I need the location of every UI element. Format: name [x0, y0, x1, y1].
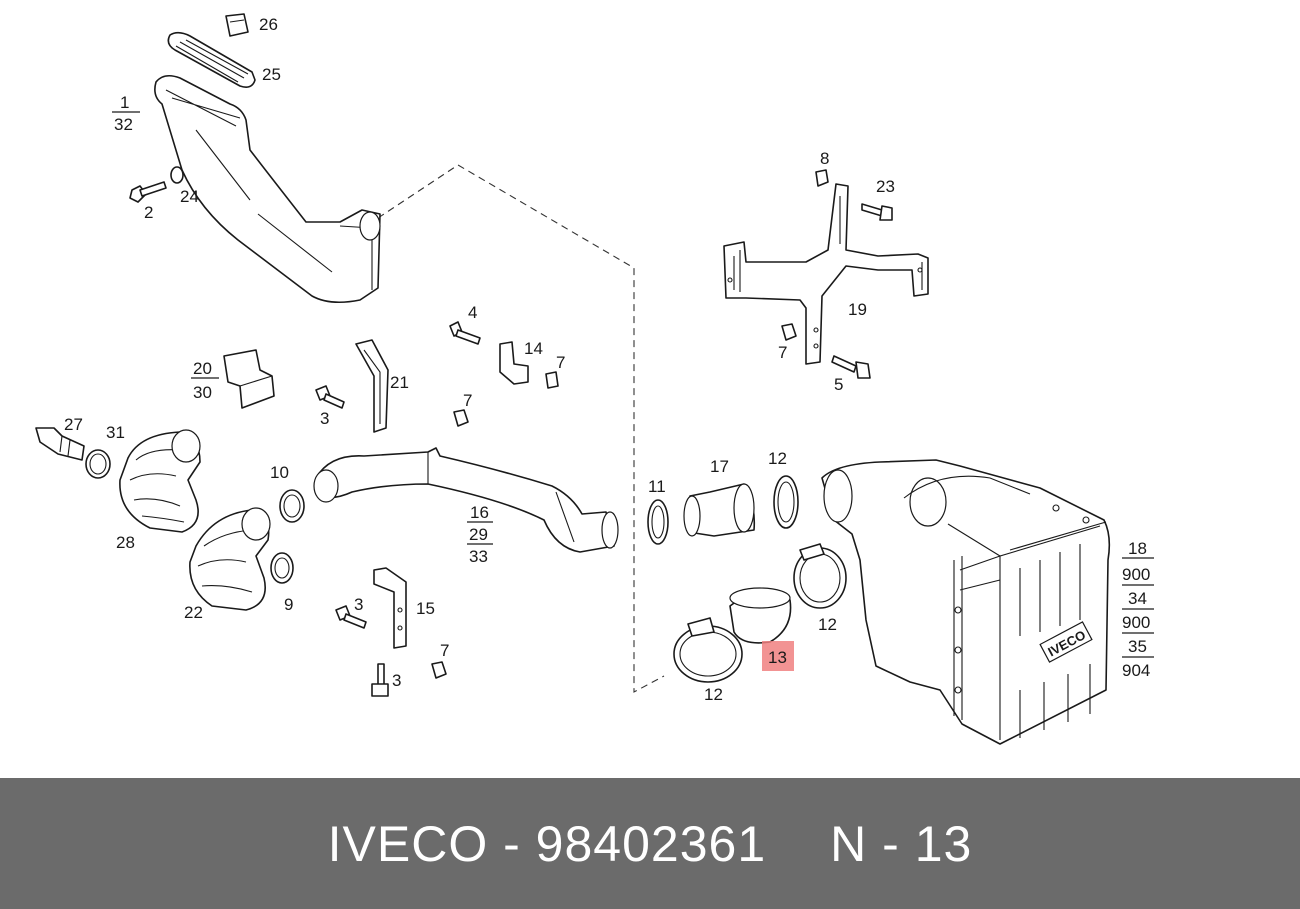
intake-cap-25 — [167, 31, 256, 88]
callout-32: 32 — [114, 115, 133, 134]
part-reference: IVECO - 98402361 — [327, 815, 767, 872]
callout-12-bottom: 12 — [704, 685, 723, 704]
air-filter-housing: IVECO — [821, 459, 1111, 745]
callout-31: 31 — [106, 423, 125, 442]
callout-9: 9 — [284, 595, 293, 614]
callout-23: 23 — [876, 177, 895, 196]
elbow-hose-22 — [189, 507, 271, 611]
clamp-12-right — [793, 543, 847, 609]
callout-15: 15 — [416, 599, 435, 618]
callout-34: 34 — [1128, 589, 1147, 608]
clamp-10 — [279, 489, 305, 523]
callout-7-middle: 7 — [463, 391, 472, 410]
washer-24 — [170, 166, 184, 184]
nut-8 — [815, 169, 829, 187]
bolt-4 — [449, 321, 481, 345]
exploded-view: IVECO 26 25 1 32 2 24 8 23 19 7 5 4 14 7… — [35, 13, 1154, 745]
callout-18: 18 — [1128, 539, 1147, 558]
callout-7-bracket: 7 — [778, 343, 787, 362]
callout-2: 2 — [144, 203, 153, 222]
callout-904: 904 — [1122, 661, 1150, 680]
clamp-9 — [270, 552, 294, 584]
hose-13 — [729, 587, 792, 644]
callout-1: 1 — [120, 93, 129, 112]
bolt-23 — [861, 203, 893, 221]
callout-12-right: 12 — [818, 615, 837, 634]
reducer-hose-17 — [683, 483, 756, 537]
nut-7-upper-right — [781, 323, 797, 341]
nut-7-center — [545, 371, 559, 389]
bolt-3-lower — [371, 663, 389, 697]
callout-5: 5 — [834, 375, 843, 394]
callout-17: 17 — [710, 457, 729, 476]
callout-14: 14 — [524, 339, 543, 358]
callout-27: 27 — [64, 415, 83, 434]
callout-26: 26 — [259, 15, 278, 34]
clip-26 — [225, 13, 249, 37]
bolt-2 — [129, 181, 167, 203]
callout-33: 33 — [469, 547, 488, 566]
bracket-20 — [223, 349, 275, 409]
callout-29: 29 — [469, 525, 488, 544]
callout-7-lower: 7 — [440, 641, 449, 660]
callout-25: 25 — [262, 65, 281, 84]
bolt-3-middle — [335, 605, 367, 629]
callout-10: 10 — [270, 463, 289, 482]
clamp-31 — [85, 449, 111, 479]
callout-3-middle: 3 — [354, 595, 363, 614]
highlight-box — [762, 641, 794, 671]
callout-900-b: 900 — [1122, 613, 1150, 632]
callout-3-upper: 3 — [320, 409, 329, 428]
callout-24: 24 — [180, 187, 199, 206]
callout-12-top: 12 — [768, 449, 787, 468]
elbow-hose-28 — [119, 429, 201, 533]
nut-7-lower — [431, 661, 447, 679]
position-reference: N - 13 — [830, 815, 973, 872]
connector-27 — [35, 427, 85, 461]
parts-diagram: IVECO 26 25 1 32 2 24 8 23 19 7 5 4 14 7… — [35, 13, 1154, 745]
callout-35: 35 — [1128, 637, 1147, 656]
callout-3-lower: 3 — [392, 671, 401, 690]
callout-28: 28 — [116, 533, 135, 552]
bolt-3-upper — [315, 385, 345, 409]
strap-21 — [355, 339, 389, 433]
assembly-boundary — [377, 164, 665, 693]
bracket-15 — [373, 567, 407, 649]
callout-20: 20 — [193, 359, 212, 378]
callout-19: 19 — [848, 300, 867, 319]
callout-13: 13 — [768, 648, 787, 667]
callout-16: 16 — [470, 503, 489, 522]
clamp-12-bottom — [673, 617, 743, 683]
callout-30: 30 — [193, 383, 212, 402]
part-number-banner: IVECO - 98402361 N - 13 — [0, 778, 1300, 909]
nut-7-middle — [453, 409, 469, 427]
callout-7-center: 7 — [556, 353, 565, 372]
angle-bracket-14 — [499, 341, 529, 385]
bracket-19 — [723, 183, 929, 365]
callout-8: 8 — [820, 149, 829, 168]
callout-11: 11 — [648, 477, 666, 496]
callout-21: 21 — [390, 373, 409, 392]
clamp-11 — [647, 499, 669, 545]
clamp-12-top — [773, 475, 799, 529]
callout-22: 22 — [184, 603, 203, 622]
callout-900-a: 900 — [1122, 565, 1150, 584]
air-duct-16 — [313, 447, 619, 553]
bolt-5 — [831, 355, 871, 379]
callout-4: 4 — [468, 303, 477, 322]
